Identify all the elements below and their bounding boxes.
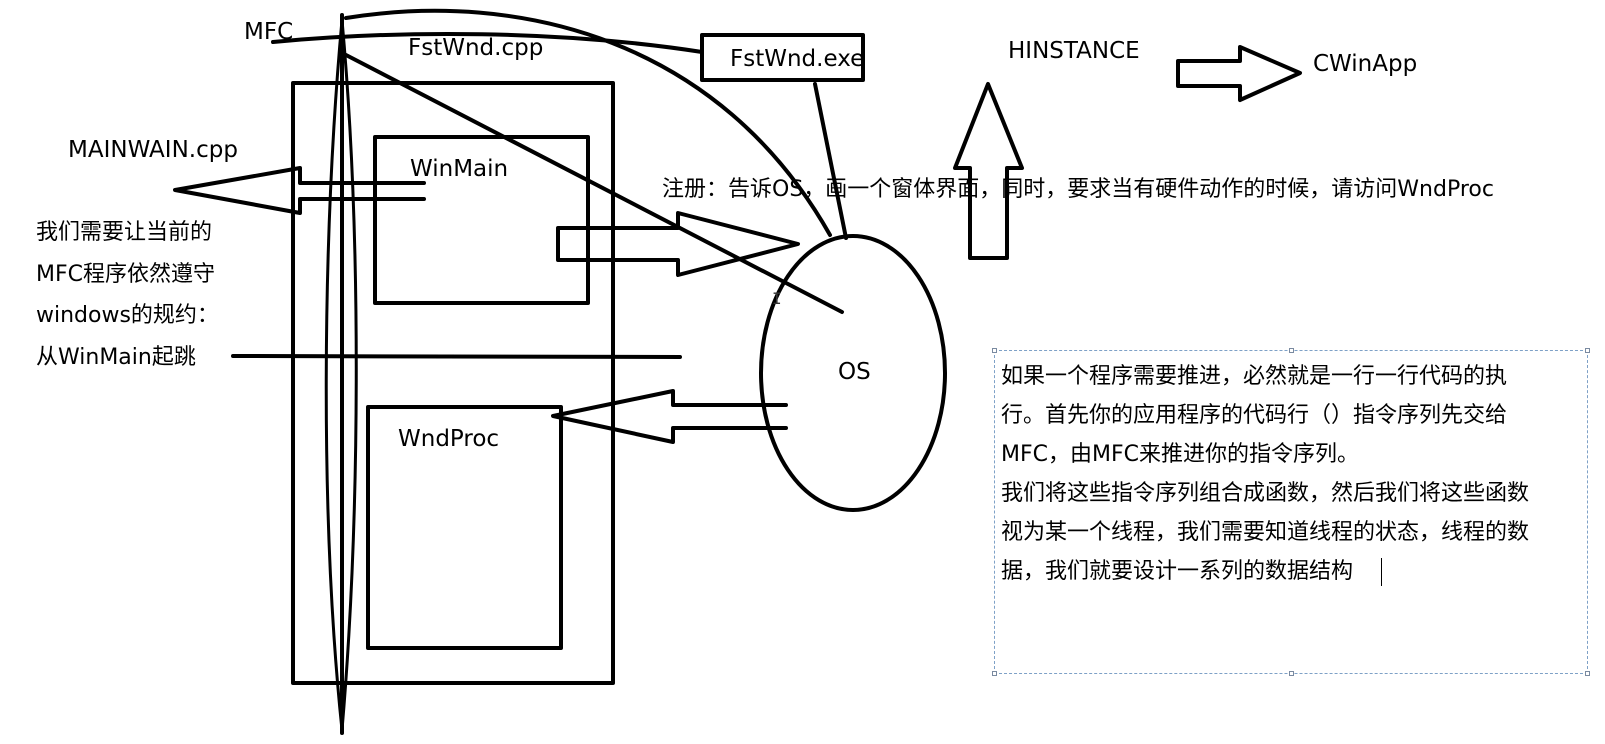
resize-handle-bottom-middle[interactable] [1289, 671, 1294, 676]
textbox-line-5: 视为某一个线程，我们需要知道线程的状态，线程的数 [1001, 520, 1530, 545]
hinstance-label: HINSTANCE [1008, 38, 1140, 64]
left-note-line-3: windows的规约： [36, 303, 219, 328]
horizontal-line [231, 354, 682, 359]
winmain-label: WinMain [410, 156, 509, 182]
i-beam-cursor-icon: I [772, 289, 782, 308]
fstwnd-exe-box [700, 33, 865, 82]
curve-to-os [344, 8, 832, 237]
mainwain-cpp-label: MAINWAIN.cpp [68, 137, 238, 163]
os-ellipse [759, 234, 947, 512]
resize-handle-top-left[interactable] [992, 348, 997, 353]
register-note: 注册：告诉OS，画一个窗体界面，同时，要求当有硬件动作的时候，请访问WndPro… [662, 177, 1494, 202]
mfc-link-line [271, 31, 704, 54]
arrow-to-mainwain [173, 166, 426, 215]
selected-text-box[interactable]: 如果一个程序需要推进，必然就是一行一行代码的执 行。首先你的应用程序的代码行（）… [992, 348, 1590, 676]
left-note-line-4: 从WinMain起跳 [36, 345, 196, 370]
text-caret [1381, 558, 1382, 586]
lens-shape [324, 18, 358, 732]
left-note-line-2: MFC程序依然遵守 [36, 262, 215, 287]
os-label: OS [838, 359, 871, 385]
resize-handle-bottom-left[interactable] [992, 671, 997, 676]
winmain-box [373, 135, 590, 305]
cwinapp-label: CWinApp [1313, 51, 1418, 77]
exe-to-os-line [813, 82, 848, 240]
fstwnd-exe-label: FstWnd.exe [730, 46, 865, 72]
textbox-line-4: 我们将这些指令序列组合成函数，然后我们将这些函数 [1001, 481, 1530, 506]
textbox-line-3: MFC，由MFC来推进你的指令序列。 [1001, 442, 1359, 467]
arrow-winmain-to-os [556, 211, 800, 277]
program-box [291, 81, 615, 685]
arrow-up-hinstance [953, 82, 1024, 260]
resize-handle-top-right[interactable] [1585, 348, 1590, 353]
arrow-hinstance-to-cwinapp [1176, 45, 1302, 102]
arrow-os-to-wndproc [551, 389, 788, 444]
textbox-line-2: 行。首先你的应用程序的代码行（）指令序列先交给 [1001, 403, 1508, 428]
resize-handle-top-middle[interactable] [1289, 348, 1294, 353]
diagonal-line [344, 53, 844, 314]
textbox-line-6: 据，我们就要设计一系列的数据结构 [1001, 559, 1354, 584]
wndproc-box [366, 405, 563, 650]
left-note-line-1: 我们需要让当前的 [36, 220, 213, 245]
fstwnd-cpp-label: FstWnd.cpp [408, 35, 544, 61]
wndproc-label: WndProc [398, 426, 500, 452]
textbox-line-1: 如果一个程序需要推进，必然就是一行一行代码的执 [1001, 364, 1508, 389]
resize-handle-bottom-right[interactable] [1585, 671, 1590, 676]
mfc-label: MFC [244, 19, 294, 45]
